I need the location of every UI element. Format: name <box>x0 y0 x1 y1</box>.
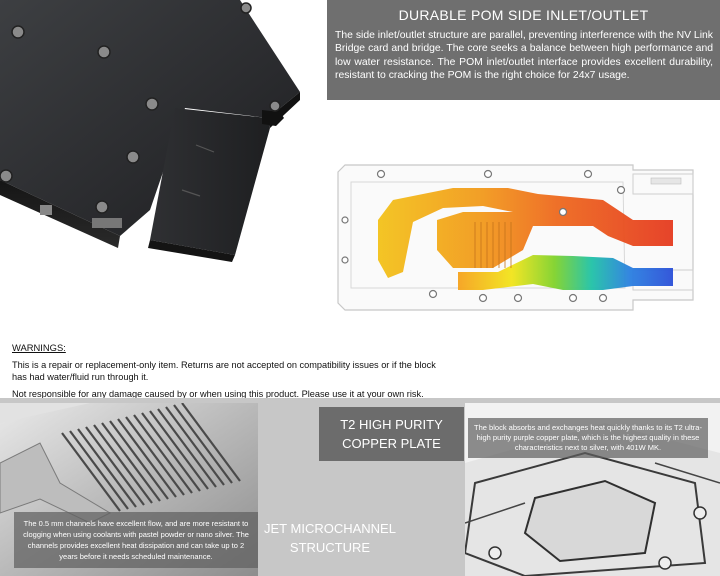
jet-microchannel-label: JET MICROCHANNEL STRUCTURE <box>264 521 396 555</box>
thermal-flow-diagram <box>337 164 694 311</box>
warnings-section: WARNINGS: This is a repair or replacemen… <box>12 342 452 400</box>
copper-plate-caption-box: The block absorbs and exchanges heat qui… <box>468 418 708 458</box>
warning-returns: This is a repair or replacement-only ite… <box>12 359 436 383</box>
water-block-photo <box>0 0 300 262</box>
copper-plate-label: T2 HIGH PURITY COPPER PLATE <box>319 407 464 461</box>
pom-title: DURABLE POM SIDE INLET/OUTLET <box>398 7 649 23</box>
microchannel-caption-box: The 0.5 mm channels have excellent flow,… <box>14 512 258 568</box>
pom-info-card: DURABLE POM SIDE INLET/OUTLET The side i… <box>327 0 720 100</box>
pom-description: The side inlet/outlet structure are para… <box>335 30 713 81</box>
warnings-title: WARNINGS: <box>12 342 66 353</box>
copper-plate-caption: The block absorbs and exchanges heat qui… <box>474 423 702 452</box>
microchannel-caption: The 0.5 mm channels have excellent flow,… <box>23 519 249 561</box>
warning-liability: Not responsible for any damage caused by… <box>12 388 424 399</box>
